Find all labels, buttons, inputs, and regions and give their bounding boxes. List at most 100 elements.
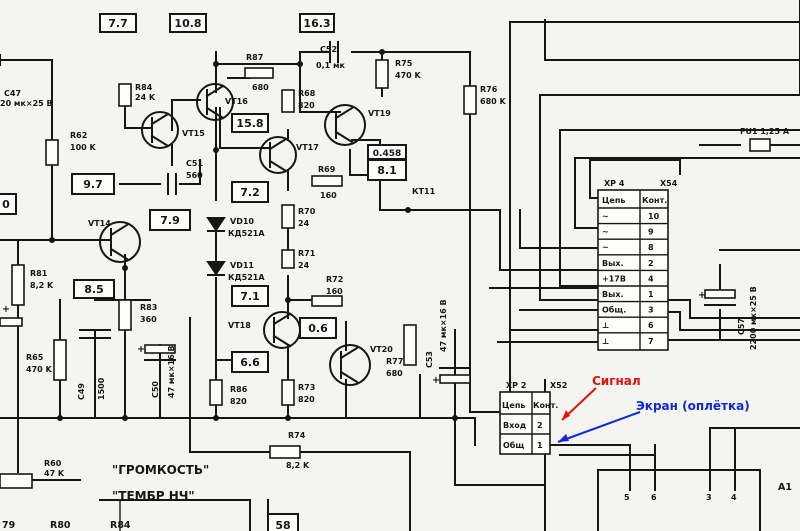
label-r75: R75 (395, 59, 413, 68)
svg-text:+: + (137, 344, 145, 355)
resistor-r86 (209, 379, 223, 406)
xp2-title: XP 2 (506, 381, 526, 390)
signal-annotation: Сигнал (592, 374, 641, 388)
xp2-pin-2: 2 (537, 421, 543, 430)
xp4-row-name: Вых. (602, 259, 624, 268)
transistor-vt19 (324, 104, 366, 146)
label-fu1: FU1 1,25 A (740, 127, 790, 136)
value-r71: 24 (298, 261, 310, 270)
xp4-row-name: +17В (602, 274, 626, 283)
voltage-15-8: 15.8 (236, 117, 263, 130)
transistor-vt15 (141, 111, 179, 149)
label-r62: R62 (70, 131, 87, 140)
transistors (99, 83, 371, 386)
resistors (0, 59, 771, 489)
label-c50: C50 (151, 381, 160, 398)
a1-pin-3: 3 (706, 493, 712, 502)
xp4-row-pin: 10 (648, 212, 660, 221)
label-r73: R73 (298, 383, 315, 392)
transistor-vt18 (263, 311, 301, 349)
value-r76: 680 K (480, 97, 506, 106)
shield-annotation: Экран (оплётка) (636, 399, 750, 413)
label-vd11: VD11 (230, 261, 254, 270)
label-r74: R74 (288, 431, 306, 440)
xp2-row-input: Вход (503, 421, 527, 430)
value-c52: 0,1 мк (316, 61, 345, 70)
xp2-connector: XP 2 X52 Цепь Конт. Вход 2 Общ 1 (499, 381, 567, 455)
transistor-vt20 (329, 344, 371, 386)
label-r71: R71 (298, 249, 316, 258)
label-r65: R65 (26, 353, 44, 362)
capacitor-c-left: + (0, 304, 23, 327)
capacitor-c52 (329, 41, 339, 63)
resistor-r76 (463, 85, 477, 115)
diode-vd10 (206, 217, 226, 232)
label-c53: C53 (425, 351, 434, 368)
transistor-vt14 (99, 221, 141, 263)
label-r84-bottom: R84 (110, 520, 131, 531)
resistor-r74 (269, 445, 301, 459)
a1-pin-6: 6 (651, 493, 657, 502)
capacitor-c53: + (432, 367, 471, 386)
transistor-vt16 (196, 83, 234, 121)
voltage-8-1: 8.1 (377, 164, 397, 177)
value-c47: 20 мк×25 В (0, 99, 53, 108)
xp2-header-circuit: Цепь (502, 401, 525, 410)
xp4-row-name: ⊥ (602, 337, 609, 346)
label-vt14: VT14 (88, 219, 111, 228)
label-c57: C57 (737, 318, 746, 335)
value-c51: 560 (186, 171, 203, 180)
label-a1: A1 (778, 482, 792, 493)
resistor-r77 (403, 324, 417, 366)
label-r72: R72 (326, 275, 343, 284)
label-c49: C49 (77, 383, 86, 400)
label-c52: C52 (320, 45, 337, 54)
resistor-r69 (311, 175, 343, 187)
volume-label: "ГРОМКОСТЬ" (112, 463, 209, 477)
value-r68: 820 (298, 101, 315, 110)
value-r74: 8,2 K (286, 461, 310, 470)
xp4-row-name: Вых. (602, 290, 624, 299)
value-r65: 470 K (26, 365, 52, 374)
resistor-r87 (244, 67, 274, 79)
xp4-row-name: ⊥ (602, 321, 609, 330)
xp2-pin-1: 1 (537, 441, 543, 450)
xp4-header-pin: Конт. (642, 196, 667, 205)
voltage-16-3: 16.3 (303, 17, 330, 30)
voltage-7-1: 7.1 (240, 290, 260, 303)
value-r86: 820 (230, 397, 247, 406)
resistor-r70 (281, 204, 295, 229)
label-r84: R84 (135, 83, 153, 92)
svg-text:+: + (698, 290, 706, 301)
xp4-row-name: ~ (602, 243, 609, 252)
diode-vd11 (206, 261, 226, 276)
xp4-row-pin: 7 (648, 337, 654, 346)
value-r72: 160 (326, 287, 343, 296)
value-r81: 8,2 K (30, 281, 54, 290)
xp4-row-pin: 8 (648, 243, 654, 252)
diodes (206, 217, 226, 276)
xp4-row-pin: 2 (648, 259, 654, 268)
resistor-r73 (281, 379, 295, 406)
transistor-vt17 (259, 136, 297, 174)
label-c47: C47 (4, 89, 21, 98)
resistor-r83 (118, 299, 132, 331)
label-vt18: VT18 (228, 321, 251, 330)
xp2-row-common: Общ (503, 440, 524, 450)
annotations: Сигнал Экран (оплётка) "ГРОМКОСТЬ" "ТЕМБ… (112, 374, 792, 503)
label-r70: R70 (298, 207, 316, 216)
xp4-row-pin: 9 (648, 228, 654, 237)
xp4-row-name: ~ (602, 212, 609, 221)
resistor-r68 (281, 89, 295, 113)
bass-tone-label: "ТЕМБР НЧ" (112, 489, 195, 503)
voltage-0-458: 0.458 (373, 149, 401, 159)
xp4-header-circuit: Цепь (602, 196, 625, 205)
resistor-r81 (11, 264, 25, 306)
capacitor-c51 (167, 173, 177, 195)
label-vt19: VT19 (368, 109, 391, 118)
xp4-row-name: ~ (602, 228, 609, 237)
voltage-7-2: 7.2 (240, 186, 260, 199)
value-r84: 24 K (135, 93, 156, 102)
